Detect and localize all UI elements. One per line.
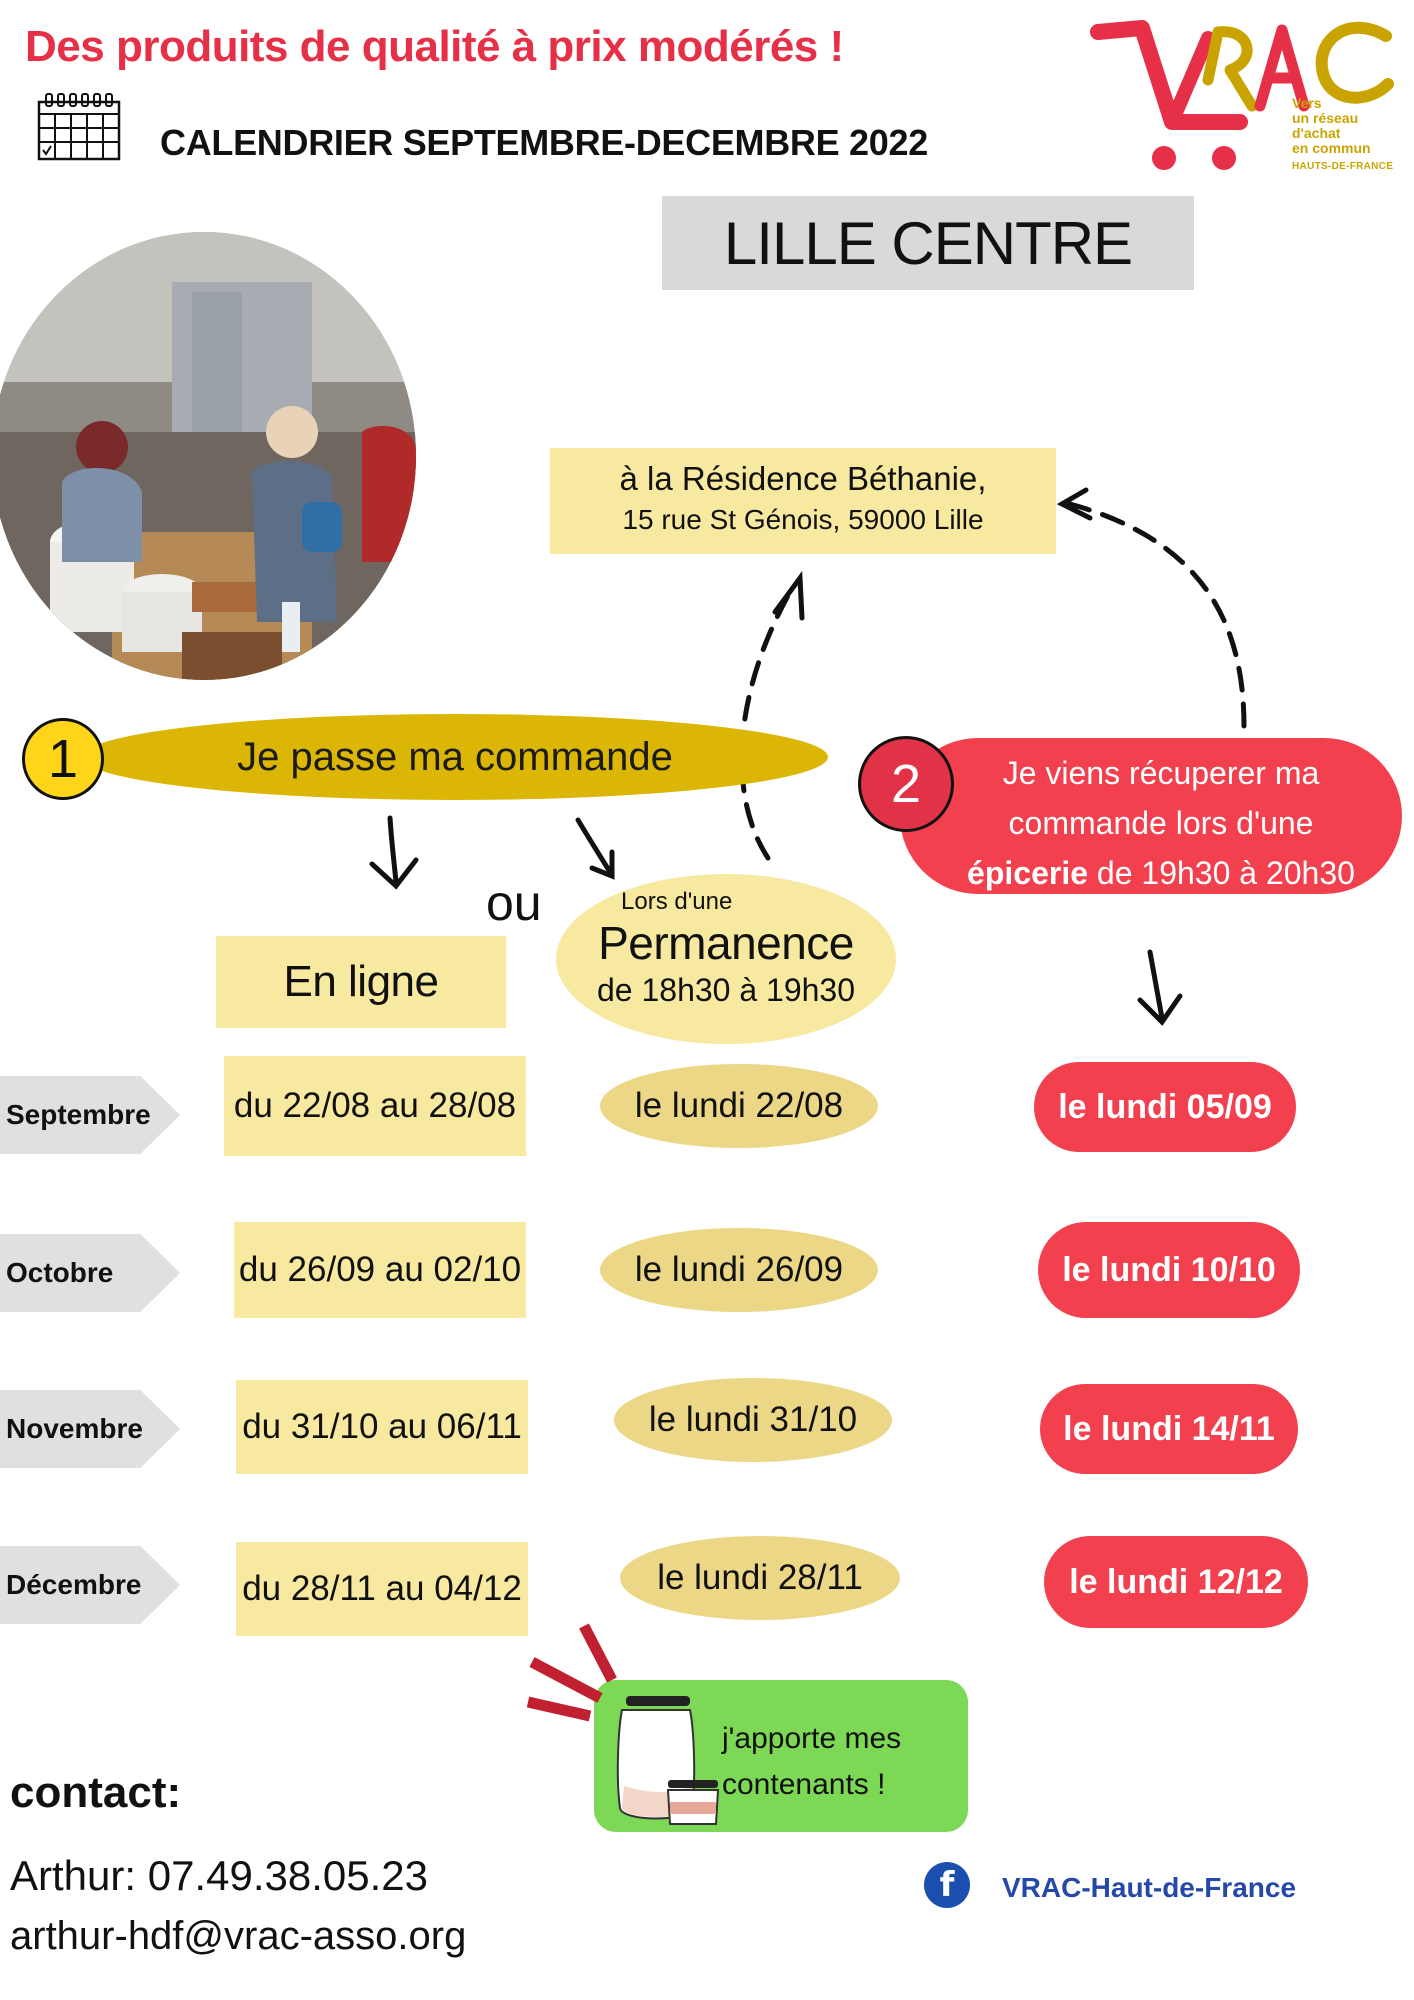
containers-text: j'apporte mes contenants ! bbox=[722, 1722, 902, 1801]
permanence-date-novembre: le lundi 31/10 bbox=[614, 1378, 892, 1462]
epicerie-date-octobre: le lundi 10/10 bbox=[1038, 1222, 1300, 1318]
step1-label: Je passe ma commande bbox=[82, 714, 828, 800]
online-date-novembre: du 31/10 au 06/11 bbox=[236, 1380, 528, 1474]
volunteers-photo bbox=[0, 232, 416, 680]
pickup-address: à la Résidence Béthanie, 15 rue St Génoi… bbox=[550, 448, 1056, 554]
online-date-octobre: du 26/09 au 02/10 bbox=[234, 1222, 526, 1318]
month-tag-octobre: Octobre bbox=[0, 1234, 180, 1312]
logo-subtitle: Vers un réseau d'achat en commun bbox=[1292, 95, 1371, 156]
permanence-header: Lors d'une Permanence de 18h30 à 19h30 bbox=[556, 874, 896, 1044]
permanence-date-decembre: le lundi 28/11 bbox=[620, 1536, 900, 1620]
step2-number: 2 bbox=[858, 736, 954, 832]
epicerie-date-decembre: le lundi 12/12 bbox=[1044, 1536, 1308, 1628]
permanence-date-octobre: le lundi 26/09 bbox=[600, 1228, 878, 1312]
calendar-title: CALENDRIER SEPTEMBRE-DECEMBRE 2022 bbox=[160, 122, 928, 163]
permanence-date-septembre: le lundi 22/08 bbox=[600, 1064, 878, 1148]
epicerie-date-septembre: le lundi 05/09 bbox=[1034, 1062, 1296, 1152]
tagline: Des produits de qualité à prix modérés ! bbox=[25, 22, 844, 71]
month-tag-novembre: Novembre bbox=[0, 1390, 180, 1468]
month-tag-septembre: Septembre bbox=[0, 1076, 180, 1154]
online-header: En ligne bbox=[216, 936, 506, 1028]
contact-phone: Arthur: 07.49.38.05.23 bbox=[10, 1852, 428, 1899]
address-line-2: 15 rue St Génois, 59000 Lille bbox=[622, 504, 984, 535]
online-date-decembre: du 28/11 au 04/12 bbox=[236, 1542, 528, 1636]
site-name: LILLE CENTRE bbox=[662, 196, 1194, 290]
facebook-page-link[interactable]: VRAC-Haut-de-France bbox=[1002, 1872, 1297, 1903]
facebook-icon[interactable]: f bbox=[924, 1862, 970, 1908]
contact-heading: contact: bbox=[10, 1768, 182, 1817]
vrac-logo bbox=[1090, 20, 1394, 170]
calendar-icon bbox=[37, 93, 121, 161]
contact-email: arthur-hdf@vrac-asso.org bbox=[10, 1914, 467, 1958]
step2-label: Je viens récuperer ma commande lors d'un… bbox=[900, 738, 1402, 894]
step1-number: 1 bbox=[22, 718, 104, 800]
or-label: ou bbox=[486, 875, 542, 931]
month-tag-decembre: Décembre bbox=[0, 1546, 180, 1624]
jar-icon bbox=[616, 1696, 720, 1825]
address-line-1: à la Résidence Béthanie, bbox=[619, 460, 987, 497]
online-date-septembre: du 22/08 au 28/08 bbox=[224, 1056, 526, 1156]
epicerie-date-novembre: le lundi 14/11 bbox=[1040, 1384, 1298, 1474]
logo-region: HAUTS-DE-FRANCE bbox=[1292, 161, 1394, 172]
burst-icon bbox=[526, 1623, 617, 1722]
